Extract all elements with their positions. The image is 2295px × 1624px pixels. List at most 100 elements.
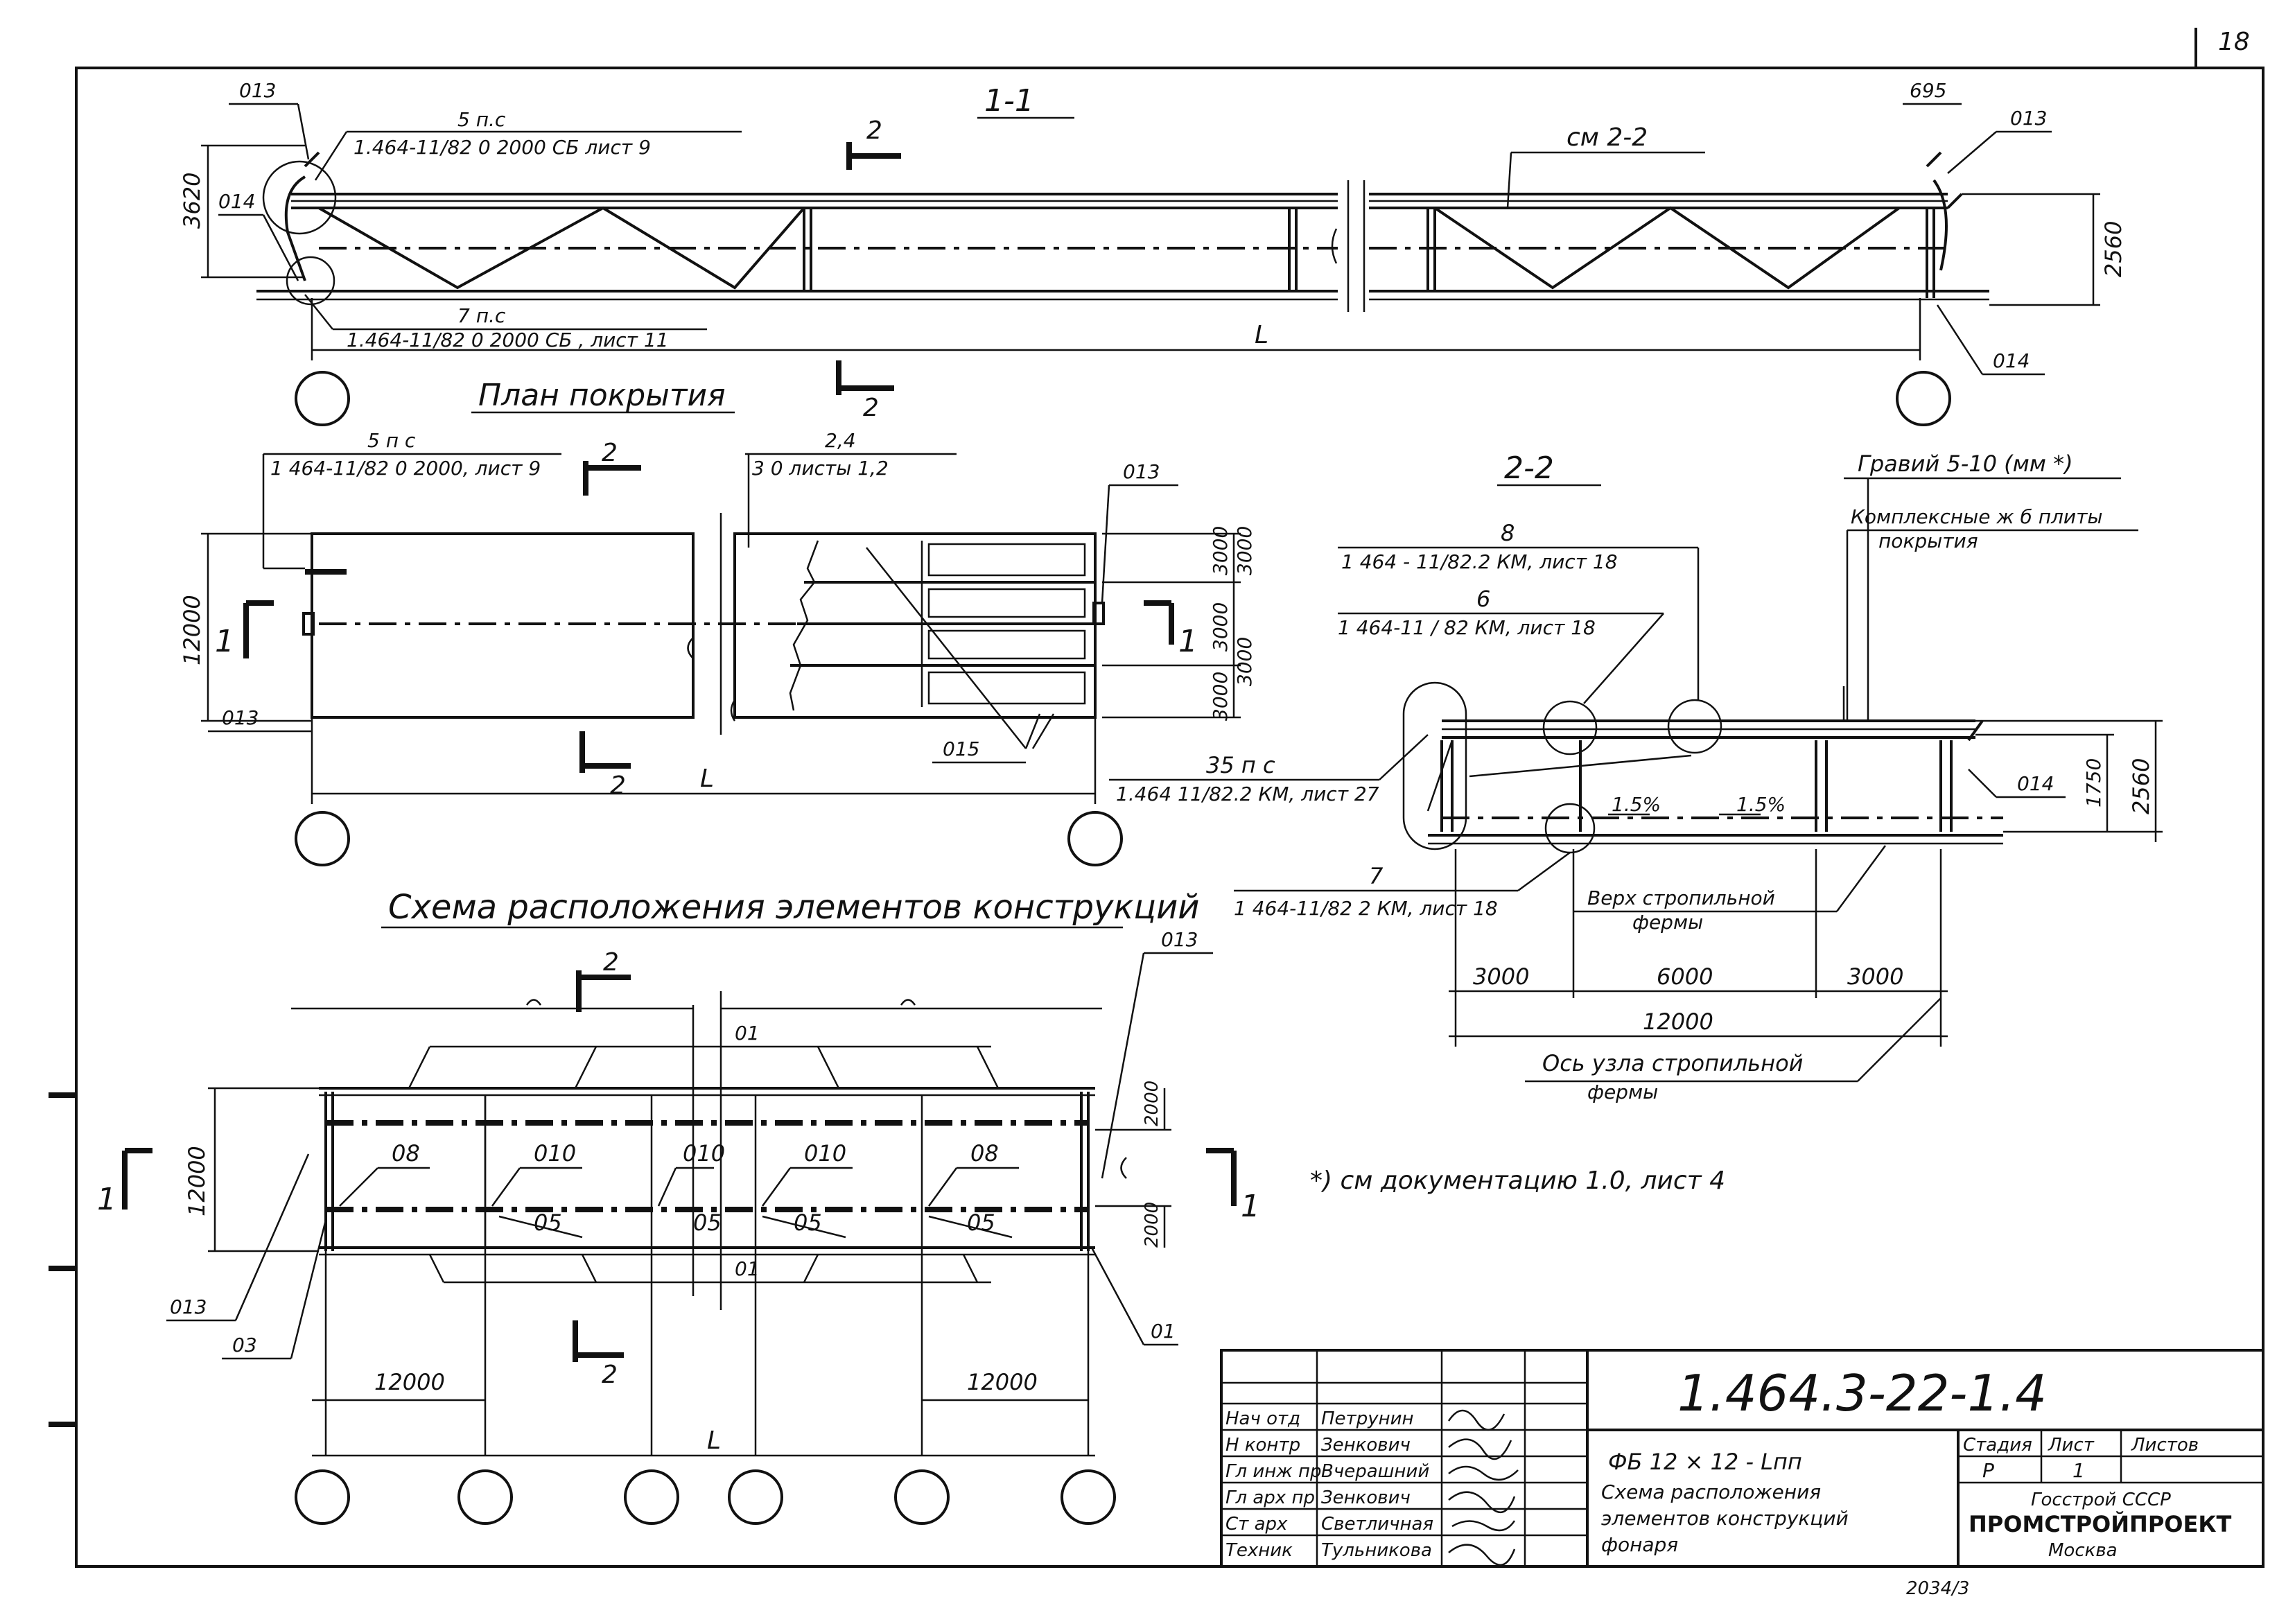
scheme-mark-010-a: 010 xyxy=(534,1140,576,1167)
scheme-dim-12000-left: 12000 xyxy=(374,1369,445,1395)
note-5ps: 5 п.с xyxy=(457,108,506,131)
mark-014-left: 014 xyxy=(218,190,255,213)
scheme-cut-2-bottom: 2 xyxy=(602,1361,618,1389)
dim-3620: 3620 xyxy=(179,173,205,229)
plan-dim-3000-d: 3000 xyxy=(1233,637,1256,686)
section-1-1-title: 1-1 xyxy=(984,83,1034,119)
slabs-note-1: Комплексные ж б плиты xyxy=(1851,505,2103,528)
role-4: Ст арх xyxy=(1225,1514,1288,1535)
axis-note-1: Ось узла стропильной xyxy=(1542,1050,1803,1076)
footnote: *) см документацию 1.0, лист 4 xyxy=(1310,1167,1725,1195)
scheme-mark-013-bottom: 013 xyxy=(170,1295,207,1318)
scheme-dim-2000-bot: 2000 xyxy=(1142,1202,1162,1248)
scheme-span-L: L xyxy=(707,1426,721,1455)
scheme-mark-010-b: 010 xyxy=(683,1140,725,1167)
sheet-value: 1 xyxy=(2073,1459,2085,1482)
plan-dim-3000-c: 3000 xyxy=(1209,602,1232,652)
ref-8-a: 8 xyxy=(1501,520,1515,546)
name-2: Вчерашний xyxy=(1321,1461,1429,1482)
slope-1: 1.5% xyxy=(1612,793,1661,816)
plan-dim-12000: 12000 xyxy=(179,595,205,665)
scheme-mark-03: 03 xyxy=(232,1334,257,1356)
mark-013-left: 013 xyxy=(239,79,276,102)
truss-top-2: фермы xyxy=(1632,911,1703,934)
sheet-label: Лист xyxy=(2048,1435,2095,1456)
scheme-mark-08-l: 08 xyxy=(392,1140,420,1167)
truss-top-1: Верх стропильной xyxy=(1587,887,1775,909)
cut-2-top: 2 xyxy=(866,116,882,145)
title-block: 1.464.3-22-1.4 Нач отд Н контр Гл инж пр… xyxy=(1220,1349,2265,1568)
scheme-mark-013-top: 013 xyxy=(1161,928,1198,951)
page-number: 18 xyxy=(2218,28,2250,56)
mark-014-right: 014 xyxy=(1993,349,2030,372)
scheme-mark-01-right: 01 xyxy=(1151,1320,1176,1343)
plan-note-a1: 5 п с xyxy=(367,429,416,452)
note-bot-ref: 1.464-11/82 0 2000 СБ , лист 11 xyxy=(347,329,669,351)
dim-2560-right: 2560 xyxy=(2100,221,2127,277)
ref-8-b: 1 464 - 11/82.2 КМ, лист 18 xyxy=(1341,550,1618,573)
scheme-mark-01-top: 01 xyxy=(735,1022,760,1045)
plan-dim-3000-b: 3000 xyxy=(1233,526,1256,575)
plan-cut-1-right: 1 xyxy=(1178,624,1198,659)
section-2-2-title: 2-2 xyxy=(1504,451,1554,486)
item-name-3: элементов конструкций xyxy=(1601,1507,1849,1530)
scheme-dim-12000-right: 12000 xyxy=(967,1369,1038,1395)
gravel-note: Гравий 5-10 (мм *) xyxy=(1858,451,2073,477)
scheme-title: Схема расположения элементов конструкций xyxy=(388,888,1199,927)
name-1: Зенкович xyxy=(1321,1435,1411,1456)
name-3: Зенкович xyxy=(1321,1487,1411,1508)
scheme-cut-1-right: 1 xyxy=(1241,1189,1260,1224)
scheme-dim-12000-v: 12000 xyxy=(184,1146,210,1216)
role-1: Н контр xyxy=(1225,1435,1300,1456)
stage-label: Стадия xyxy=(1963,1435,2032,1456)
sheet-frame xyxy=(75,67,2265,1568)
role-0: Нач отд xyxy=(1225,1408,1300,1429)
name-4: Светличная xyxy=(1321,1514,1433,1535)
ref-7-b: 1 464-11/82 2 КМ, лист 18 xyxy=(1234,897,1498,920)
name-0: Петрунин xyxy=(1321,1408,1413,1429)
org-1: Госстрой СССР xyxy=(2031,1490,2171,1510)
scheme-mark-010-c: 010 xyxy=(804,1140,846,1167)
stage-value: Р xyxy=(1982,1459,1994,1482)
plan-cut-2-bottom: 2 xyxy=(610,771,626,800)
plan-note-a2: 1 464-11/82 0 2000, лист 9 xyxy=(270,457,541,480)
scheme: Схема расположения элементов конструкций… xyxy=(97,888,1260,1525)
dim-2560-22: 2560 xyxy=(2128,758,2154,814)
dim-3000-r: 3000 xyxy=(1847,963,1903,990)
org-3: Москва xyxy=(2048,1540,2118,1561)
axis-note-2: фермы xyxy=(1587,1081,1658,1103)
mark-014-22: 014 xyxy=(2017,772,2054,795)
plan-cut-1-left: 1 xyxy=(215,624,234,659)
scheme-mark-01-bottom: 01 xyxy=(735,1257,760,1280)
plan-span-L: L xyxy=(700,765,714,793)
note-top-ref: 1.464-11/82 0 2000 СБ лист 9 xyxy=(354,136,651,159)
doc-code: 1.464.3-22-1.4 xyxy=(1677,1364,2047,1422)
dim-695: 695 xyxy=(1910,79,1946,102)
slabs-note-2: покрытия xyxy=(1878,530,1978,552)
item-name-2: Схема расположения xyxy=(1601,1481,1821,1503)
scheme-mark-05-b: 05 xyxy=(693,1210,722,1236)
section-2-2: 2-2 1.5% 1.5% 1750 2560 014 xyxy=(1109,451,2163,1103)
plan-mark-013-top: 013 xyxy=(1123,460,1160,483)
plan-roof: План покрытия 015 12000 013 xyxy=(179,378,1256,866)
dim-6000: 6000 xyxy=(1657,963,1713,990)
plan-dim-3000-e: 3000 xyxy=(1209,672,1232,721)
slope-2: 1.5% xyxy=(1736,793,1786,816)
dim-3000-l: 3000 xyxy=(1473,963,1529,990)
plan-dim-3000-a: 3000 xyxy=(1209,526,1232,575)
sheets-label: Листов xyxy=(2131,1435,2199,1456)
signatures xyxy=(1447,1409,1519,1566)
ref-35-b: 1.464 11/82.2 КМ, лист 27 xyxy=(1116,783,1379,805)
bottom-stamp: 2034/3 xyxy=(1906,1578,1969,1599)
scheme-mark-08-r: 08 xyxy=(970,1140,999,1167)
scheme-cut-1-left: 1 xyxy=(97,1182,116,1217)
role-5: Техник xyxy=(1225,1540,1293,1561)
dim-1750: 1750 xyxy=(2082,758,2105,807)
section-1-1: 1-1 xyxy=(179,79,2127,426)
ref-7-a: 7 xyxy=(1369,863,1384,889)
org-2: ПРОМСТРОЙПРОЕКТ xyxy=(1969,1511,2231,1537)
plan-cut-2-top: 2 xyxy=(602,439,618,467)
role-3: Гл арх пр xyxy=(1225,1487,1315,1508)
dim-12000-22: 12000 xyxy=(1643,1009,1713,1035)
